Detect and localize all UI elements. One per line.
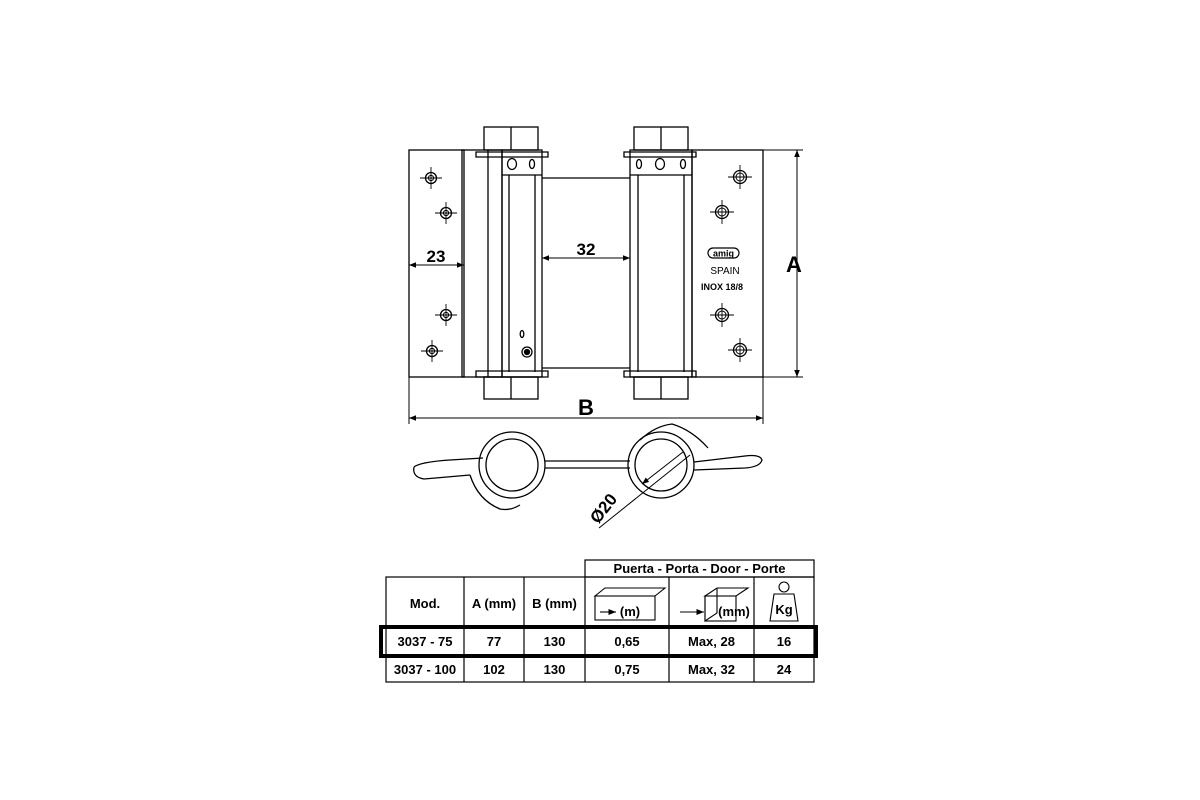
header-width-unit: (m)	[620, 604, 640, 619]
brand-logo: amig	[713, 249, 734, 259]
dim-height: A	[786, 252, 802, 277]
screw-holes	[419, 164, 753, 363]
origin-marking: SPAIN	[710, 266, 739, 277]
dim-width: B	[578, 395, 594, 420]
weight-icon	[769, 581, 799, 622]
table-row: 3037 - 75 77 130 0,65 Max, 28 16	[398, 634, 792, 649]
left-bottom-ring	[475, 370, 549, 378]
right-spring-barrel	[629, 149, 693, 378]
header-b: B (mm)	[532, 596, 577, 611]
row2-width: 0,75	[614, 662, 639, 677]
door-width-icon	[593, 587, 667, 621]
door-thickness-icon	[680, 587, 750, 623]
left-spring-barrel	[501, 149, 543, 378]
table-group-header: Puerta - Porta - Door - Porte	[614, 561, 786, 576]
header-weight-unit: Kg	[775, 602, 792, 617]
dimensions	[408, 149, 803, 424]
dim-pin-spacing: 32	[577, 240, 596, 259]
left-barrel-section	[478, 431, 546, 499]
tension-pin-icon	[521, 346, 533, 358]
leaf-markings: amig SPAIN INOX 18/8	[701, 247, 743, 292]
right-barrel-section	[627, 431, 695, 499]
left-top-ring	[475, 151, 549, 158]
highlighted-row-frame	[379, 625, 818, 658]
row1-b: 130	[544, 634, 566, 649]
dim-diameter-line	[598, 451, 691, 529]
row2-thickness: Max, 32	[688, 662, 735, 677]
row1-thickness: Max, 28	[688, 634, 735, 649]
row1-width: 0,65	[614, 634, 639, 649]
right-bottom-ring	[623, 370, 697, 378]
dim-diameter: Ø20	[586, 490, 621, 527]
material-marking: INOX 18/8	[701, 282, 743, 292]
left-leaf-fold	[461, 149, 503, 378]
right-leaf	[691, 149, 764, 378]
row2-model: 3037 - 100	[394, 662, 456, 677]
hinge-front-view	[408, 126, 764, 400]
row1-model: 3037 - 75	[398, 634, 453, 649]
table-row: 3037 - 100 102 130 0,75 Max, 32 24	[394, 662, 792, 677]
hinge-top-view	[413, 423, 763, 511]
dim-flap-width: 23	[427, 247, 446, 266]
header-thickness-unit: (mm)	[718, 604, 750, 619]
row2-weight: 24	[777, 662, 792, 677]
right-top-ring	[623, 151, 697, 158]
row2-a: 102	[483, 662, 505, 677]
spec-table	[379, 559, 818, 683]
header-a: A (mm)	[472, 596, 516, 611]
row1-a: 77	[487, 634, 501, 649]
row1-weight: 16	[777, 634, 791, 649]
header-model: Mod.	[410, 596, 440, 611]
row2-b: 130	[544, 662, 566, 677]
